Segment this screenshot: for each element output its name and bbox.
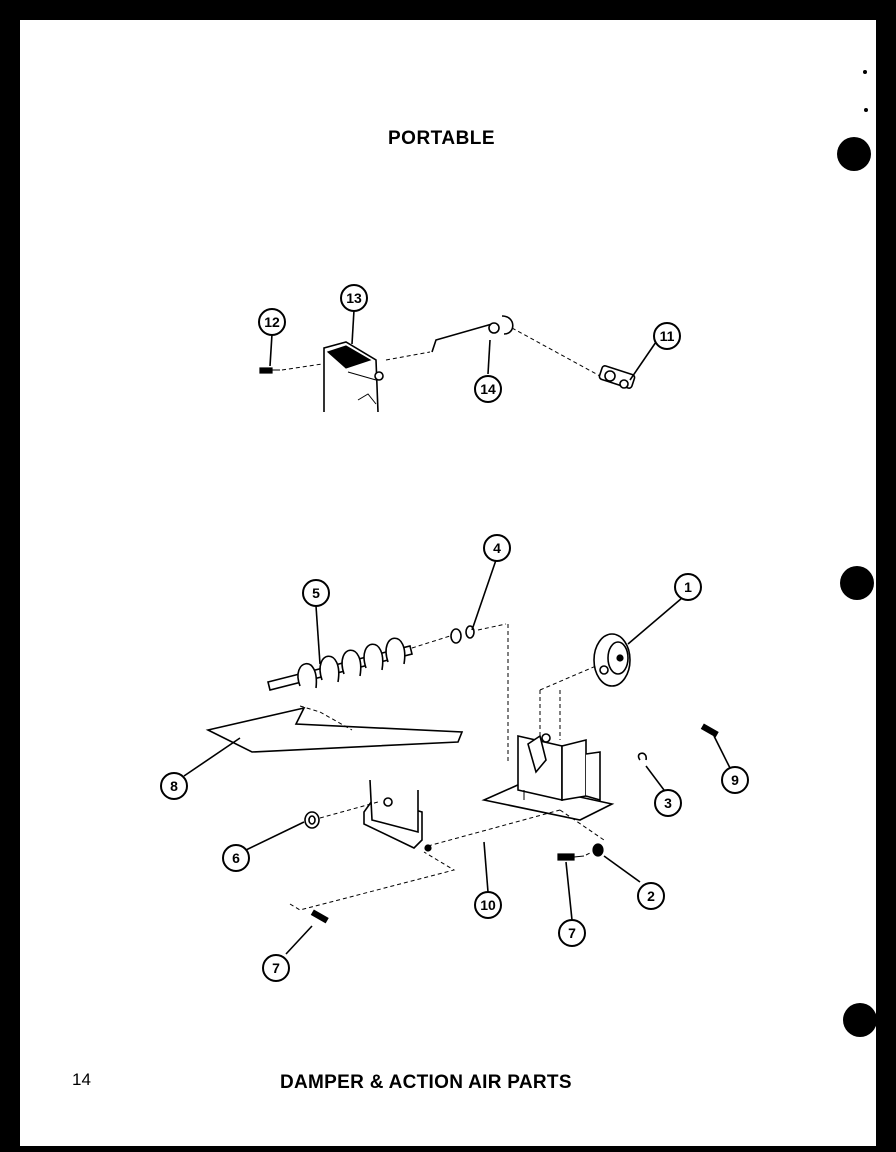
svg-text:9: 9 bbox=[731, 772, 739, 788]
part-8-cover bbox=[205, 705, 464, 753]
part-7-screw-center bbox=[557, 853, 585, 861]
base-plate bbox=[481, 733, 615, 821]
callout-1: 1 bbox=[674, 573, 702, 601]
part-10-bracket bbox=[363, 779, 432, 852]
callout-7-left: 7 bbox=[262, 954, 290, 982]
svg-text:13: 13 bbox=[346, 290, 362, 306]
part-7-screw-lower-left bbox=[310, 909, 329, 924]
callout-14: 14 bbox=[474, 375, 502, 403]
svg-text:1: 1 bbox=[684, 579, 692, 595]
svg-text:5: 5 bbox=[312, 585, 320, 601]
part-11-fitting bbox=[598, 365, 636, 389]
binder-holes bbox=[837, 70, 876, 1037]
svg-text:4: 4 bbox=[493, 540, 501, 556]
part-9-screw bbox=[700, 723, 719, 738]
part-14-damper-rod bbox=[431, 315, 514, 353]
callout-5: 5 bbox=[302, 579, 330, 607]
svg-text:12: 12 bbox=[264, 314, 280, 330]
part-12-screw bbox=[259, 367, 280, 374]
part-2-nut bbox=[592, 843, 604, 857]
svg-text:7: 7 bbox=[272, 960, 280, 976]
callout-11: 11 bbox=[653, 322, 681, 350]
part-3-clip bbox=[637, 752, 647, 761]
callout-4: 4 bbox=[483, 534, 511, 562]
part-5-blade-shaft bbox=[267, 635, 451, 691]
svg-text:6: 6 bbox=[232, 850, 240, 866]
callout-9: 9 bbox=[721, 766, 749, 794]
svg-text:11: 11 bbox=[660, 328, 675, 344]
callout-3: 3 bbox=[654, 789, 682, 817]
callout-6: 6 bbox=[222, 844, 250, 872]
svg-text:2: 2 bbox=[647, 888, 655, 904]
section-title: PORTABLE bbox=[388, 128, 496, 149]
callout-10: 10 bbox=[474, 891, 502, 919]
svg-text:3: 3 bbox=[664, 795, 672, 811]
svg-text:10: 10 bbox=[480, 897, 496, 913]
part-6-grommet bbox=[304, 811, 320, 829]
svg-text:14: 14 bbox=[480, 381, 496, 397]
svg-text:8: 8 bbox=[170, 778, 178, 794]
callout-12: 12 bbox=[258, 308, 286, 336]
page-number: 14 bbox=[72, 1070, 91, 1089]
manual-page: PORTABLE bbox=[20, 20, 876, 1146]
callout-7-center: 7 bbox=[558, 919, 586, 947]
callout-2: 2 bbox=[637, 882, 665, 910]
part-4-bushing bbox=[450, 625, 475, 644]
callout-13: 13 bbox=[340, 284, 368, 312]
part-13-bracket bbox=[323, 341, 384, 413]
footer-title: DAMPER & ACTION AIR PARTS bbox=[280, 1072, 572, 1093]
exploded-parts-diagram: 12 13 14 11 4 5 1 8 9 3 6 bbox=[160, 70, 876, 1037]
svg-text:7: 7 bbox=[568, 925, 576, 941]
callout-8: 8 bbox=[160, 772, 188, 800]
part-1-motor bbox=[593, 633, 631, 687]
